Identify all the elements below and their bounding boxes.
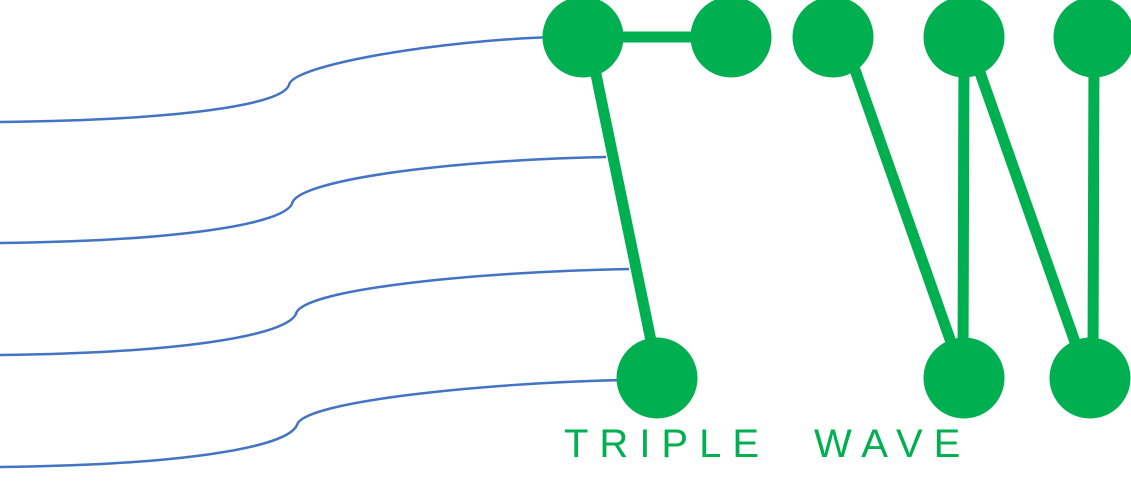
tw-monogram <box>542 0 1131 419</box>
node-t-left <box>542 0 624 78</box>
w-stroke-2 <box>957 49 970 363</box>
node-t-right <box>690 0 772 78</box>
node-t-bottom <box>616 337 698 419</box>
node-w-top-2 <box>923 0 1005 78</box>
node-w-top-3 <box>1053 0 1131 78</box>
wave-line-2 <box>0 155 607 245</box>
w-stroke-1 <box>842 48 964 364</box>
node-w-bottom-2 <box>1049 337 1131 419</box>
wave-line-3 <box>0 267 630 357</box>
node-w-top-1 <box>792 0 874 78</box>
wave-line-4 <box>0 378 625 469</box>
wave-lines <box>0 35 630 469</box>
t-stem <box>586 53 661 362</box>
w-stroke-3 <box>966 48 1088 364</box>
brand-word-triple: TRIPLE <box>564 422 771 466</box>
node-w-bottom-1 <box>923 337 1005 419</box>
brand-word-wave: WAVE <box>814 422 972 466</box>
wave-line-1 <box>0 35 557 124</box>
w-stroke-4 <box>1087 54 1100 361</box>
